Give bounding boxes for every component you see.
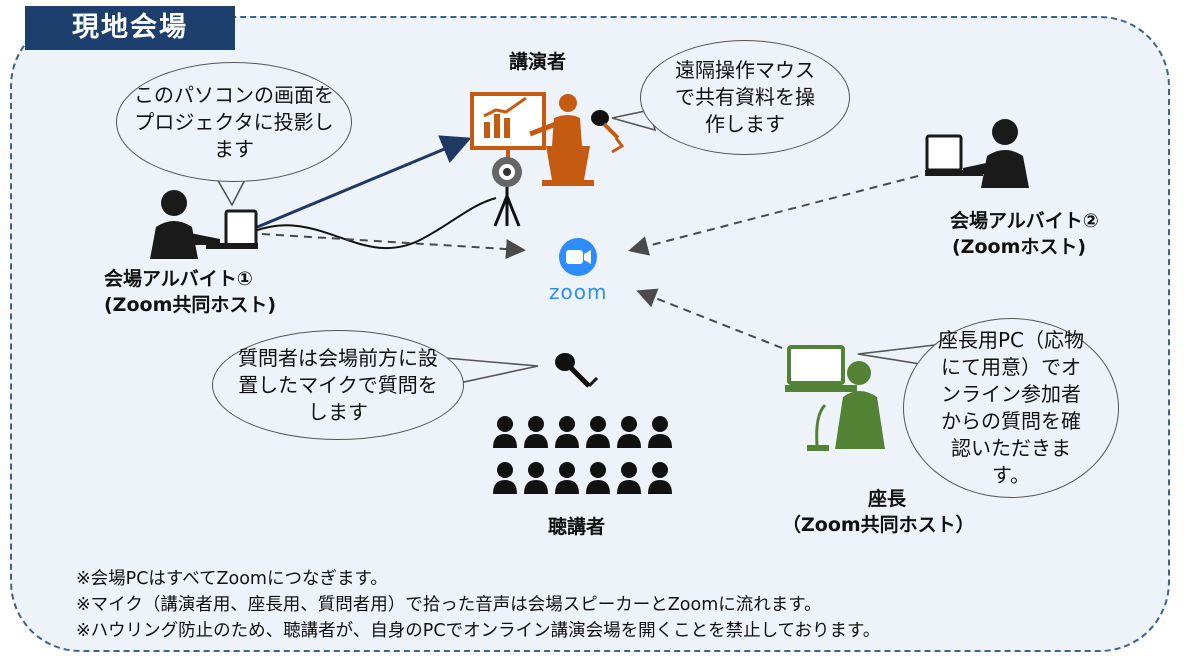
projector-arrow (254, 135, 472, 230)
remote-mouse-bubble-text: 遠隔操作マウスで共有資料を操作します (675, 58, 815, 136)
note-2: ※マイク（講演者用、座長用、質問者用）で拾った音声は会場スピーカーとZoomに流… (76, 595, 822, 615)
question-bubble-text: 質問者は会場前方に設置したマイクで質問をします (238, 345, 438, 424)
staff1-zoom-arrow (261, 233, 526, 259)
staff2-laptop-user-icon (925, 119, 1029, 188)
staff2-zoom-arrow (628, 175, 919, 256)
webcam-cable (251, 197, 497, 250)
audience-icon (493, 416, 672, 494)
staff2-label-line2: (Zoomホスト) (952, 236, 1087, 258)
staff1-label-line2: (Zoom共同ホスト) (104, 294, 277, 316)
remote-mouse-bubble: 遠隔操作マウスで共有資料を操作します (640, 40, 850, 155)
question-bubble: 質問者は会場前方に設置したマイクで質問をします (212, 330, 464, 440)
presenter-icon (470, 92, 594, 186)
speaker-microphone-icon (591, 110, 625, 154)
chair-label-line1: 座長 (868, 488, 907, 510)
zoom-wordmark: zoom (549, 280, 608, 304)
chair-pc-bubble: 座長用PC（応物にて用意）でオンライン参加者からの質問を確認いただきます。 (903, 318, 1119, 498)
chair-person-icon (785, 345, 885, 451)
venue-title: 現地会場 (25, 6, 235, 50)
projector-bubble: このパソコンの画面をプロジェクタに投影します (116, 62, 352, 182)
audience-label: 聴講者 (548, 516, 606, 538)
speaker-label: 講演者 (509, 51, 567, 73)
note-1: ※会場PCはすべてZoomにつなぎます。 (76, 569, 388, 589)
question-microphone-icon (555, 353, 599, 388)
zoom-logo-icon (559, 238, 597, 276)
staff2-label-line1: 会場アルバイト② (950, 210, 1099, 232)
webcam-icon (492, 157, 522, 227)
staff1-laptop-user-icon (150, 190, 258, 259)
chair-label-line2: （Zoom共同ホスト） (782, 514, 975, 536)
chair-pc-bubble-text: 座長用PC（応物にて用意）でオンライン参加者からの質問を確認いただきます。 (937, 328, 1085, 487)
chair-zoom-arrow (636, 288, 783, 349)
projector-bubble-text: このパソコンの画面をプロジェクタに投影します (134, 82, 334, 161)
staff1-label-line1: 会場アルバイト① (104, 268, 253, 290)
note-3: ※ハウリング防止のため、聴講者が、自身のPCでオンライン講演会場を開くことを禁止… (76, 621, 881, 641)
